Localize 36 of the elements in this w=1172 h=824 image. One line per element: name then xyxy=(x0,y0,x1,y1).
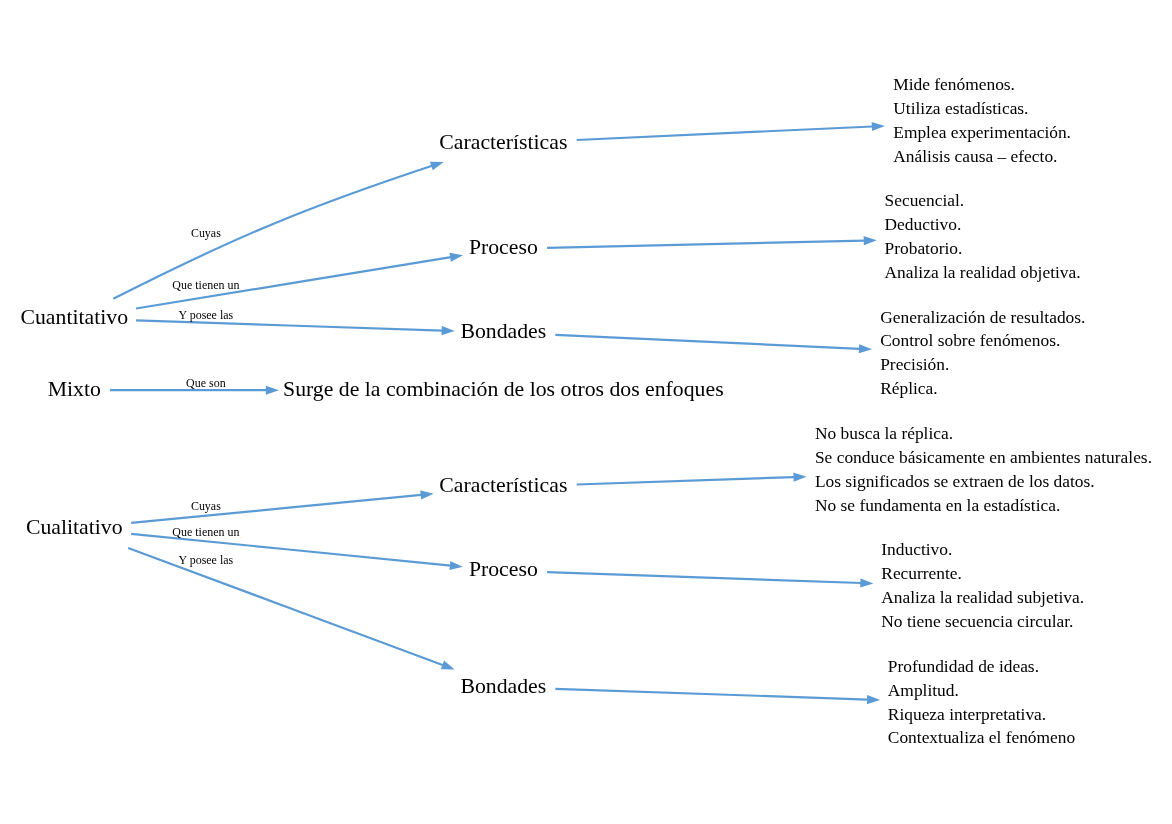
edge-label: Y posee las xyxy=(178,307,234,322)
edge-label: Que tienen un xyxy=(172,277,240,292)
arrow xyxy=(136,318,455,335)
arrow xyxy=(576,472,807,486)
arrow xyxy=(555,333,873,353)
arrow xyxy=(576,121,885,141)
node-text: Bondades xyxy=(460,673,547,698)
node-text: Mixto xyxy=(47,376,101,401)
node-text: Características xyxy=(439,129,568,154)
node-text: Características xyxy=(439,472,568,497)
arrow xyxy=(135,252,464,310)
edge-label: Cuyas xyxy=(190,498,221,513)
arrow xyxy=(127,546,455,669)
arrow xyxy=(112,161,444,300)
arrow xyxy=(131,489,434,524)
edge-label: Que son xyxy=(186,375,226,390)
arrow xyxy=(109,385,279,395)
node-text: No busca la réplica. Se conduce básicamente en ambientes naturales. Los significados se extraen de los datos. No se fundamenta en la estadística. xyxy=(814,422,1152,515)
node-text: Profundidad de ideas. Amplitud. Riqueza interpretativa. Contextualiza el fenómeno xyxy=(887,655,1076,747)
node-text: Generalización de resultados. Control sobre fenómenos. Precisión. Réplica. xyxy=(880,306,1086,398)
node-text: Secuencial. Deductivo. Probatorio. Analiza la realidad objetiva. xyxy=(884,189,1081,282)
arrow xyxy=(555,687,881,704)
node-text: Mide fenómenos. Utiliza estadísticas. Emplea experimentación. Análisis causa – efecto. xyxy=(893,73,1071,166)
arrow xyxy=(131,532,463,570)
node-text: Surge de la combinación de los otros dos enfoques xyxy=(283,376,724,401)
node-text: Bondades xyxy=(460,318,547,343)
node-text: Proceso xyxy=(468,556,538,581)
arrow xyxy=(547,570,874,588)
node-text: Inductivo. Recurrente. Analiza la realidad subjetiva. No tiene secuencia circular. xyxy=(881,538,1085,631)
node-text: Proceso xyxy=(468,234,538,259)
node-text: Cuantitativo xyxy=(20,304,129,329)
edge-label: Cuyas xyxy=(190,225,221,240)
edge-label: Que tienen un xyxy=(172,524,240,539)
arrow xyxy=(547,235,877,249)
edge-label: Y posee las xyxy=(178,552,234,567)
node-text: Cualitativo xyxy=(25,514,123,539)
